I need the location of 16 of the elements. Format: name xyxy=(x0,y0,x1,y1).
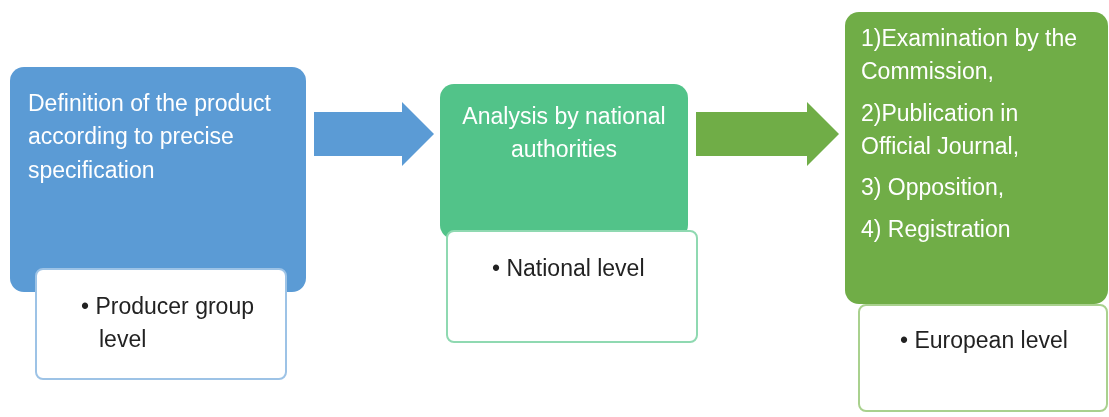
node-text: Definition of the product according to precise specification xyxy=(28,89,272,185)
process-box xyxy=(845,12,1108,304)
node-text: 4) Registration xyxy=(861,214,1012,244)
level-box xyxy=(446,230,698,343)
bullet-item: • European level xyxy=(900,326,1069,355)
block-arrow xyxy=(314,102,434,166)
block-arrow xyxy=(696,102,839,166)
node-text: Analysis by national authorities xyxy=(461,102,667,165)
bullet-item: • National level xyxy=(492,254,646,283)
bullet-item: • Producer group level xyxy=(81,292,255,355)
node-text: 2)Publication in Official Journal, xyxy=(861,98,1021,162)
node-text: 3) Opposition, xyxy=(861,173,1006,203)
process-box xyxy=(10,67,306,292)
node-text: 1)Examination by the Commission, xyxy=(861,24,1079,87)
level-box xyxy=(858,304,1108,412)
level-box xyxy=(35,268,287,380)
